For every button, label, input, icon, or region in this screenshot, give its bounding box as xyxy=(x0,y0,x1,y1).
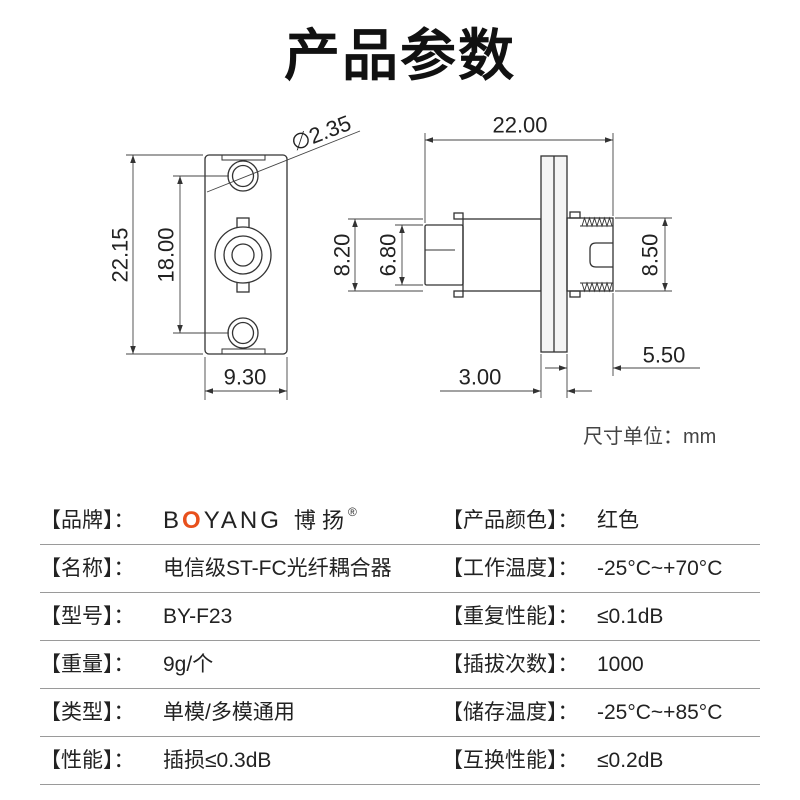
st-body xyxy=(462,218,542,292)
dim-length-label: 22.00 xyxy=(492,113,547,138)
spec-label-interchangeability: 【互换性能】： xyxy=(442,748,579,772)
st-tip xyxy=(424,224,464,286)
brand-logo-latin: BOYANG xyxy=(163,506,282,534)
connector-middle-ring xyxy=(223,235,263,275)
spec-row: 【名称】： 电信级ST-FC光纤耦合器 【工作温度】： -25°C~+70°C xyxy=(40,545,760,593)
spec-label-brand: 【品牌】： xyxy=(40,508,135,532)
spec-cell-name: 【名称】： 电信级ST-FC光纤耦合器 xyxy=(40,556,442,582)
spec-cell-color: 【产品颜色】： 红色 xyxy=(442,508,760,534)
technical-drawing: ∅2.35 22.15 18.00 9.30 xyxy=(108,110,700,400)
brand-logo-letter-o: O xyxy=(182,506,204,534)
brand-logo-letters-rest: YANG xyxy=(203,506,282,534)
fc-nut-top xyxy=(569,211,581,219)
spec-cell-performance: 【性能】： 插损≤0.3dB xyxy=(40,748,442,774)
unit-note: 尺寸单位：mm xyxy=(583,426,717,448)
brand-logo-chinese: 博 扬 xyxy=(293,507,345,533)
dim-width-label: 9.30 xyxy=(224,365,267,390)
side-dimension-labels: 22.00 8.20 6.80 8.50 3.00 5.50 xyxy=(330,113,686,390)
spec-row: 【性能】： 插损≤0.3dB 【互换性能】： ≤0.2dB xyxy=(40,737,760,785)
spec-value-repeatability: ≤0.1dB xyxy=(597,604,664,628)
dim-fc-thread-label: 8.50 xyxy=(638,234,663,277)
spec-cell-operating-temp: 【工作温度】： -25°C~+70°C xyxy=(442,556,760,582)
fc-thread-bottom xyxy=(580,281,613,293)
side-dimension-lines xyxy=(348,133,700,398)
spec-value-performance: 插损≤0.3dB xyxy=(163,748,272,772)
spec-cell-interchangeability: 【互换性能】： ≤0.2dB xyxy=(442,748,760,774)
hole-diameter-leader xyxy=(206,130,361,193)
dim-fc-length-label: 5.50 xyxy=(643,343,686,368)
flange-plate-bottom-step xyxy=(221,348,266,354)
spec-cell-weight: 【重量】： 9g/个 xyxy=(40,652,442,678)
spec-label-name: 【名称】： xyxy=(40,556,135,580)
dim-height-label: 22.15 xyxy=(108,227,133,282)
spec-row: 【型号】： BY-F23 【重复性能】： ≤0.1dB xyxy=(40,593,760,641)
spec-cell-type: 【类型】： 单模/多模通用 xyxy=(40,700,442,726)
spec-value-weight: 9g/个 xyxy=(163,652,214,676)
spec-table: 【品牌】： BOYANG 博 扬 ® 【产品颜色】： 红色 【名称】： 电信级S… xyxy=(40,497,760,785)
spec-value-interchangeability: ≤0.2dB xyxy=(597,748,664,772)
st-bayonet-pin-bottom xyxy=(453,290,464,298)
mount-hole-bottom-inner xyxy=(231,321,255,345)
spec-value-color: 红色 xyxy=(597,508,639,532)
dim-st-outer-label: 8.20 xyxy=(330,234,355,277)
side-view xyxy=(424,155,614,353)
fc-nut-bottom xyxy=(569,290,581,298)
front-view xyxy=(204,154,288,355)
spec-label-performance: 【性能】： xyxy=(40,748,135,772)
brand-logo-letter-b: B xyxy=(163,506,183,534)
spec-value-mating-cycles: 1000 xyxy=(597,652,644,676)
connector-bore xyxy=(231,243,255,267)
flange-plate-outline xyxy=(204,154,288,355)
dim-flange-label: 3.00 xyxy=(459,365,502,390)
dim-hole-spacing-label: 18.00 xyxy=(154,227,179,282)
spec-label-weight: 【重量】： xyxy=(40,652,135,676)
registered-mark: ® xyxy=(348,504,357,519)
spec-cell-mating-cycles: 【插拔次数】： 1000 xyxy=(442,652,760,678)
fc-body xyxy=(566,217,614,292)
dim-hole-diameter-label: ∅2.35 xyxy=(288,110,355,156)
spec-label-color: 【产品颜色】： xyxy=(442,508,579,532)
fc-thread-top xyxy=(580,216,613,228)
spec-label-model: 【型号】： xyxy=(40,604,135,628)
spec-value-name: 电信级ST-FC光纤耦合器 xyxy=(163,556,392,580)
connector-outer-ring xyxy=(214,226,272,284)
spec-value-model: BY-F23 xyxy=(163,604,233,628)
spec-label-repeatability: 【重复性能】： xyxy=(442,604,579,628)
spec-label-storage-temp: 【储存温度】： xyxy=(442,700,579,724)
flange-plate-top-step xyxy=(221,155,266,161)
front-dimension-lines xyxy=(126,130,361,400)
dim-st-inner-label: 6.80 xyxy=(376,234,401,277)
spec-cell-brand: 【品牌】： BOYANG 博 扬 ® xyxy=(40,505,442,534)
spec-row: 【类型】： 单模/多模通用 【储存温度】： -25°C~+85°C xyxy=(40,689,760,737)
fc-sleeve-bore xyxy=(589,242,613,268)
spec-value-type: 单模/多模通用 xyxy=(163,700,295,724)
spec-row: 【重量】： 9g/个 【插拔次数】： 1000 xyxy=(40,641,760,689)
spec-label-operating-temp: 【工作温度】： xyxy=(442,556,579,580)
spec-cell-storage-temp: 【储存温度】： -25°C~+85°C xyxy=(442,700,760,726)
spec-value-storage-temp: -25°C~+85°C xyxy=(597,700,723,724)
spec-label-type: 【类型】： xyxy=(40,700,135,724)
spec-cell-repeatability: 【重复性能】： ≤0.1dB xyxy=(442,604,760,630)
spec-row: 【品牌】： BOYANG 博 扬 ® 【产品颜色】： 红色 xyxy=(40,497,760,545)
spec-label-mating-cycles: 【插拔次数】： xyxy=(442,652,579,676)
mount-hole-top-inner xyxy=(231,164,255,188)
page-title: 产品参数 xyxy=(284,24,516,89)
brand-logo: BOYANG 博 扬 ® xyxy=(163,505,357,534)
spec-cell-model: 【型号】： BY-F23 xyxy=(40,604,442,630)
spec-value-operating-temp: -25°C~+70°C xyxy=(597,556,723,580)
st-bayonet-pin-top xyxy=(453,212,464,220)
